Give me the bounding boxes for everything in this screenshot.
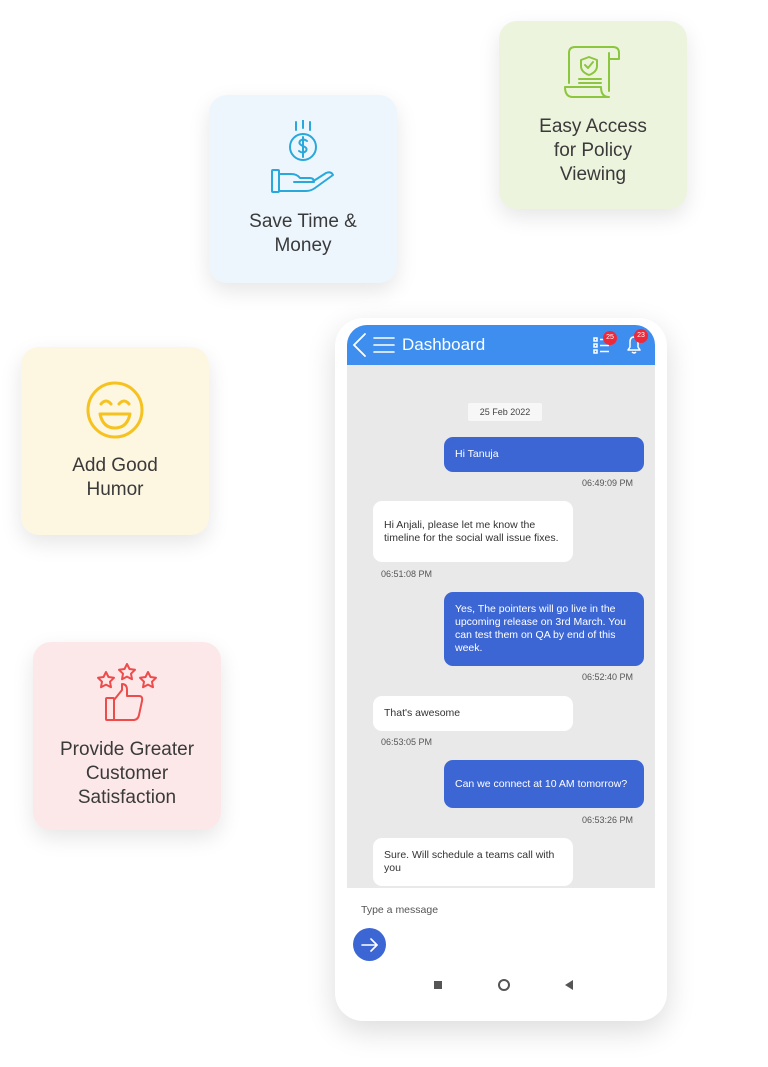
back-button[interactable] [565,980,573,990]
message-bubble-outgoing: Yes, The pointers will go live in the up… [444,592,644,666]
home-button[interactable] [498,979,510,991]
back-arrow-icon[interactable] [351,332,369,358]
recent-apps-button[interactable] [434,981,442,989]
message-input[interactable]: Type a message [361,904,439,916]
message-bubble-incoming: Sure. Will schedule a teams call with yo… [373,838,573,886]
feature-card-humor: Add Good Humor [21,347,209,535]
phone-mockup: Dashboard 25 23 25 Feb 2022 Hi Tanuja 06… [335,318,667,1021]
card-label: Add Good Humor [72,455,158,500]
message-list[interactable]: 25 Feb 2022 Hi Tanuja 06:49:09 PM Hi Anj… [347,365,655,888]
menu-icon[interactable] [373,335,395,355]
message-time: 06:52:40 PM [582,672,634,682]
task-list-button[interactable]: 25 [593,331,617,360]
android-nav-bar [347,969,655,999]
chat-screen: Dashboard 25 23 25 Feb 2022 Hi Tanuja 06… [347,325,655,985]
message-bubble-outgoing: Can we connect at 10 AM tomorrow? [444,760,644,808]
message-bubble-outgoing: Hi Tanuja [444,437,644,472]
card-label: Save Time & Money [249,211,357,256]
page-title: Dashboard [402,335,486,354]
message-bubble-incoming: Hi Anjali, please let me know the timeli… [373,501,573,562]
message-time: 06:49:09 PM [582,478,634,488]
list-badge: 25 [603,331,617,345]
notifications-button[interactable]: 23 [625,329,648,360]
send-button[interactable] [353,928,386,961]
notification-badge: 23 [634,329,648,343]
laughing-face-icon [86,381,144,439]
thumbs-up-stars-icon [97,663,157,721]
feature-card-satisfaction: Provide Greater Customer Satisfaction [33,642,221,830]
message-time: 06:53:26 PM [582,815,634,825]
card-label: Provide Greater Customer Satisfaction [59,739,195,808]
card-label: Easy Access for Policy Viewing [539,116,647,185]
message-bubble-incoming: That's awesome [373,696,573,731]
message-time: 06:53:05 PM [381,737,433,747]
feature-card-save-time-money: Save Time & Money [209,95,397,283]
message-time: 06:51:08 PM [381,569,433,579]
date-separator: 25 Feb 2022 [468,403,542,421]
policy-document-icon [564,46,620,98]
feature-card-policy-access: Easy Access for Policy Viewing [499,21,687,209]
money-hand-icon [271,120,334,193]
app-bar: Dashboard 25 23 [347,325,655,365]
message-composer: Type a message [347,888,655,985]
arrow-right-icon [360,937,378,952]
